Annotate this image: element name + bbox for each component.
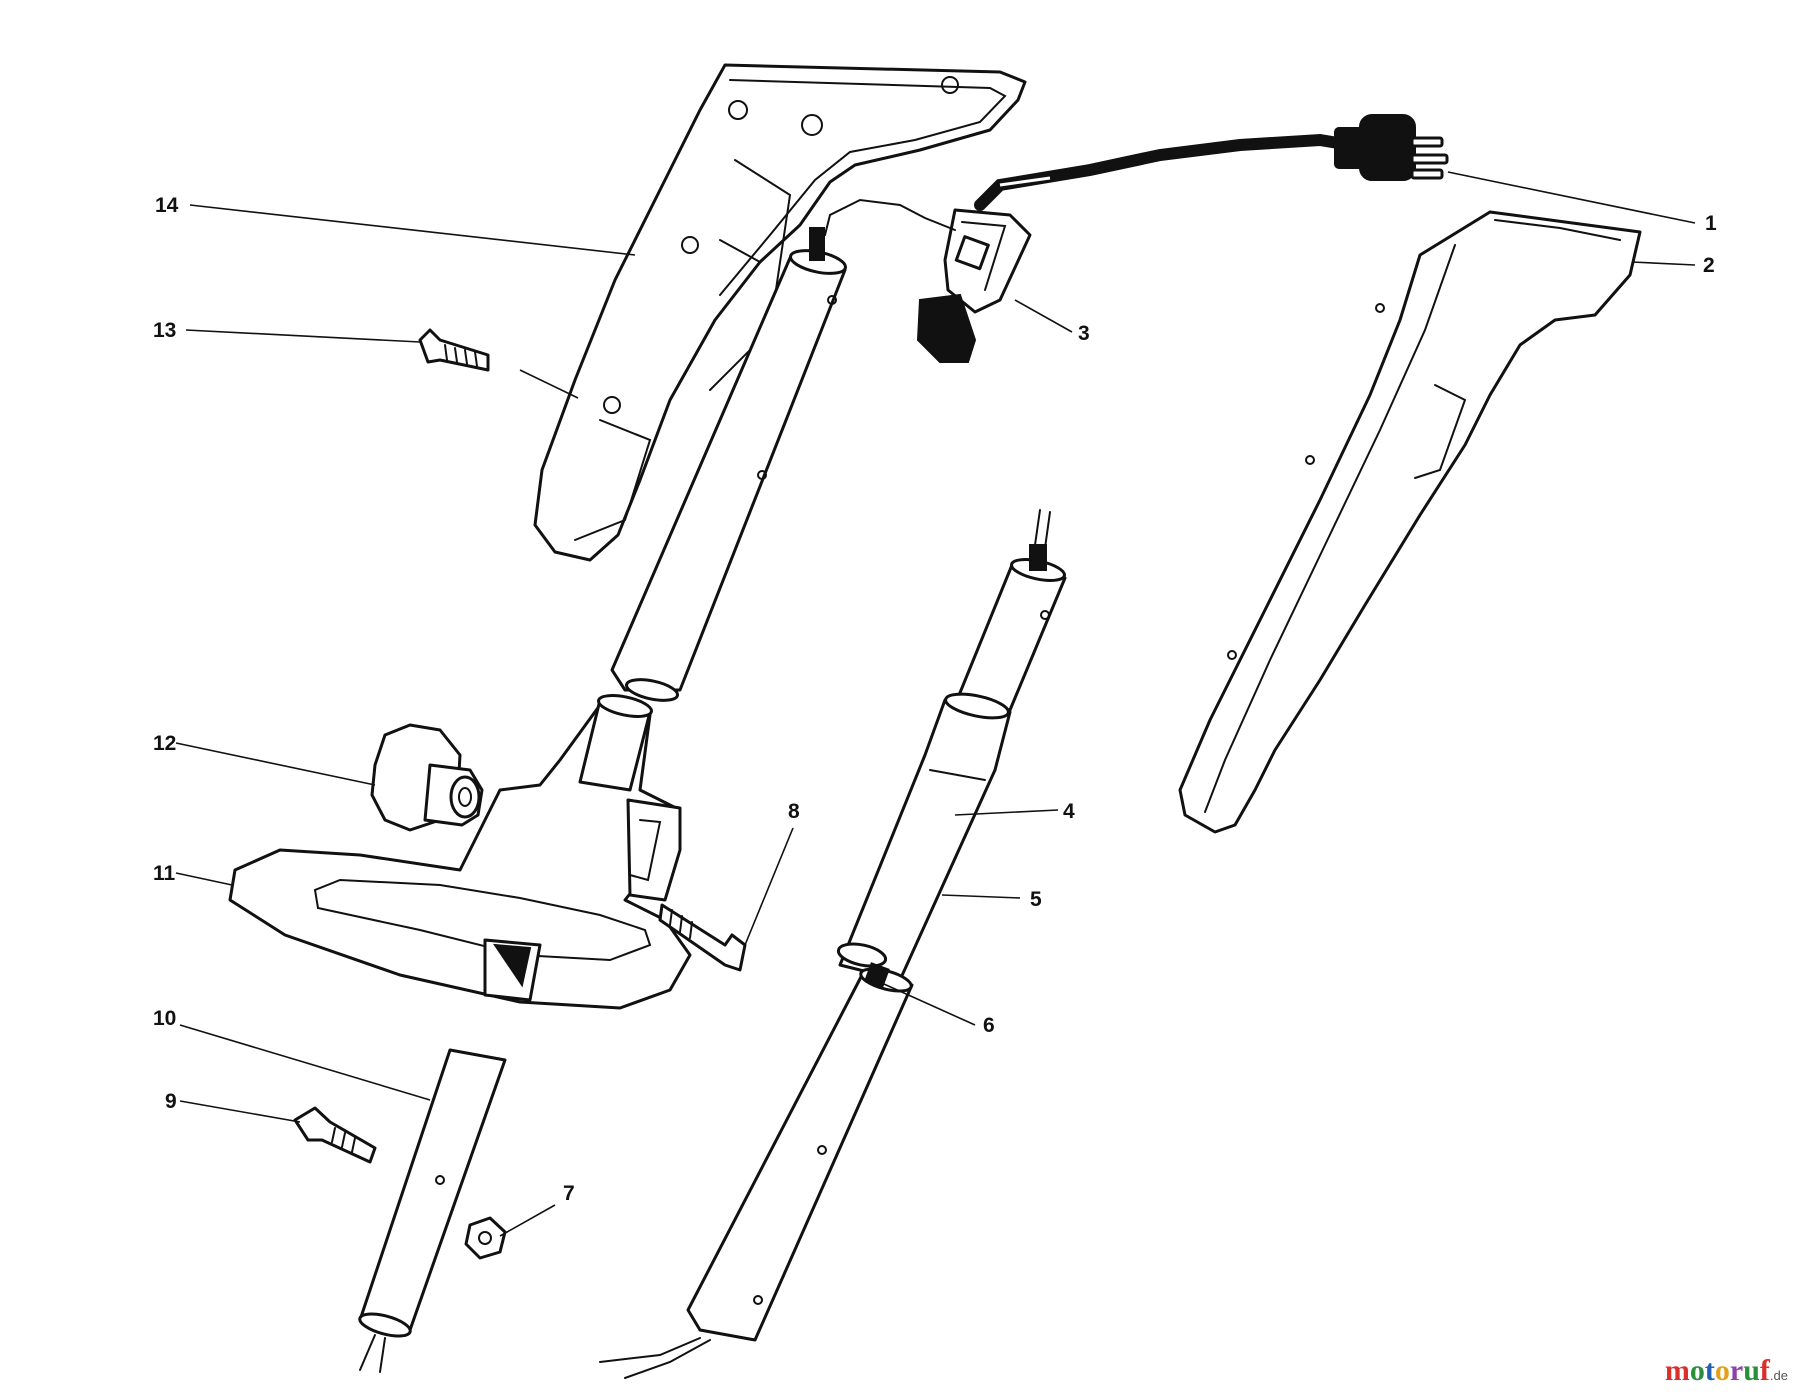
label-3: 3 (1078, 322, 1090, 345)
part-4-tube (953, 509, 1067, 712)
watermark-text: motoruf (1664, 1354, 1770, 1387)
label-14: 14 (155, 194, 179, 217)
upper-tube (610, 227, 847, 702)
part-5-sleeve (836, 692, 1012, 982)
part-10-lower-handle-tube (358, 1048, 507, 1373)
label-2: 2 (1703, 254, 1715, 277)
label-13: 13 (153, 319, 176, 342)
part-14-left-handle-half (533, 63, 1027, 562)
label-1: 1 (1705, 212, 1717, 235)
label-11: 11 (153, 862, 176, 885)
part-labels: 1 2 3 4 5 6 7 8 9 10 11 12 13 14 (153, 194, 1717, 1205)
part-8-bolt (658, 903, 747, 972)
label-7: 7 (563, 1182, 575, 1205)
part-7-nut (464, 1216, 507, 1260)
label-10: 10 (153, 1007, 176, 1030)
leader-lines (175, 171, 1696, 1237)
label-12: 12 (153, 732, 176, 755)
part-3-switch (824, 198, 1032, 363)
part-6-lower-tube (599, 962, 914, 1379)
part-9-bolt (293, 1106, 377, 1164)
part-2-right-handle-half (1178, 210, 1642, 834)
watermark-logo: motoruf.de (1665, 1354, 1788, 1388)
label-5: 5 (1030, 888, 1042, 911)
part-11-d-handle (228, 694, 692, 1010)
label-4: 4 (1063, 800, 1075, 823)
watermark-suffix: .de (1769, 1368, 1788, 1383)
part-13-screw (418, 328, 490, 372)
label-9: 9 (165, 1090, 177, 1113)
part-12-knob (370, 723, 484, 832)
part-1-power-cord-plug (974, 114, 1449, 211)
label-8: 8 (788, 800, 800, 823)
label-6: 6 (983, 1014, 995, 1037)
